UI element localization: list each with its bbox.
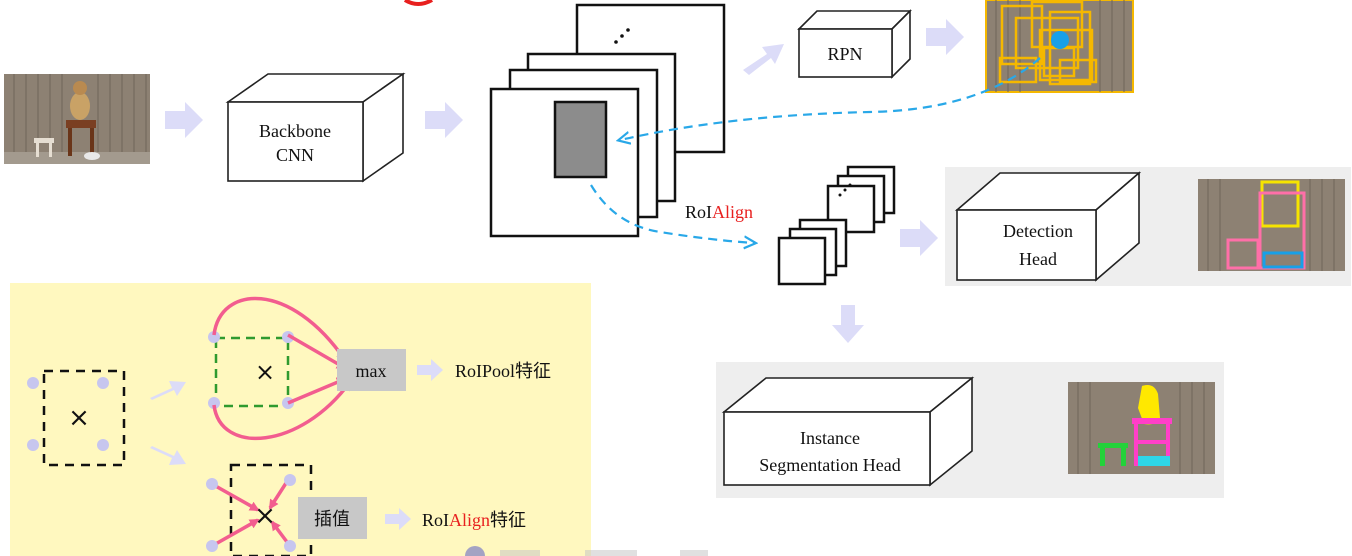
backbone-cnn-box: Backbone CNN bbox=[225, 72, 406, 183]
source-cross: × bbox=[68, 403, 90, 433]
flow-arrow-3 bbox=[743, 44, 784, 75]
instance-segmentation-panel: Instance Segmentation Head bbox=[716, 362, 1224, 498]
source-cell bbox=[42, 369, 126, 467]
detection-label-line1: Detection bbox=[1003, 221, 1073, 241]
detection-output-photo bbox=[1198, 179, 1345, 271]
max-box bbox=[337, 349, 406, 391]
roi-to-roialign-link bbox=[590, 184, 754, 243]
roipool-feature-label: RoIPool特征 bbox=[455, 361, 551, 381]
dashed-links bbox=[590, 57, 1041, 243]
split-arrow-lower bbox=[150, 446, 186, 465]
source-sample-dots bbox=[27, 377, 109, 451]
segmentation-output-photo bbox=[1068, 382, 1215, 474]
rpn-label: RPN bbox=[827, 44, 862, 64]
rpn-box: RPN bbox=[797, 9, 912, 79]
flow-arrow-5 bbox=[900, 220, 938, 256]
roipool-cross: × bbox=[255, 358, 275, 386]
flow-arrow-7 bbox=[832, 305, 864, 343]
roi-explanation-panel: × × max RoIPool特征 bbox=[10, 283, 591, 556]
proposal-to-roi-link bbox=[620, 57, 1041, 140]
rpn-output-photo bbox=[985, 0, 1134, 93]
roialign-pink-arrows bbox=[211, 479, 292, 548]
watermark-fragment bbox=[465, 546, 708, 556]
flow-arrow-2 bbox=[425, 102, 463, 138]
interp-label: 插值 bbox=[314, 509, 350, 529]
instance-label-line1: Instance bbox=[800, 428, 860, 448]
roi-feature-stack-upper bbox=[826, 165, 896, 234]
roialign-label: RoIAlign bbox=[685, 202, 753, 222]
max-label: max bbox=[356, 361, 387, 381]
roialign-out-arrow bbox=[385, 508, 411, 530]
title-fragment bbox=[403, 0, 433, 6]
roipool-cell bbox=[214, 336, 290, 408]
input-photo bbox=[4, 74, 150, 164]
ellipsis-dots bbox=[614, 28, 630, 44]
roialign-sample-dots bbox=[206, 474, 296, 552]
detection-label-line2: Head bbox=[1019, 249, 1057, 269]
roi-region bbox=[553, 100, 608, 179]
split-arrow-upper bbox=[150, 381, 186, 400]
flow-arrow-4 bbox=[926, 19, 964, 55]
roipool-out-arrow bbox=[417, 359, 443, 381]
roialign-feature-label: RoIAlign特征 bbox=[422, 510, 526, 530]
roipool-pink-arrows bbox=[212, 296, 352, 441]
instance-label-line2: Segmentation Head bbox=[759, 455, 900, 475]
flow-arrow-1 bbox=[165, 102, 203, 138]
roi-feature-stack-lower bbox=[777, 218, 848, 286]
backbone-label-line1: Backbone bbox=[259, 121, 331, 141]
backbone-label-line2: CNN bbox=[276, 145, 314, 165]
roialign-cross: × bbox=[254, 501, 276, 531]
roialign-cell bbox=[229, 463, 313, 556]
detection-head-panel: Detection Head bbox=[945, 167, 1351, 286]
rpn-highlight-dot bbox=[1051, 31, 1069, 49]
interp-box bbox=[298, 497, 367, 539]
